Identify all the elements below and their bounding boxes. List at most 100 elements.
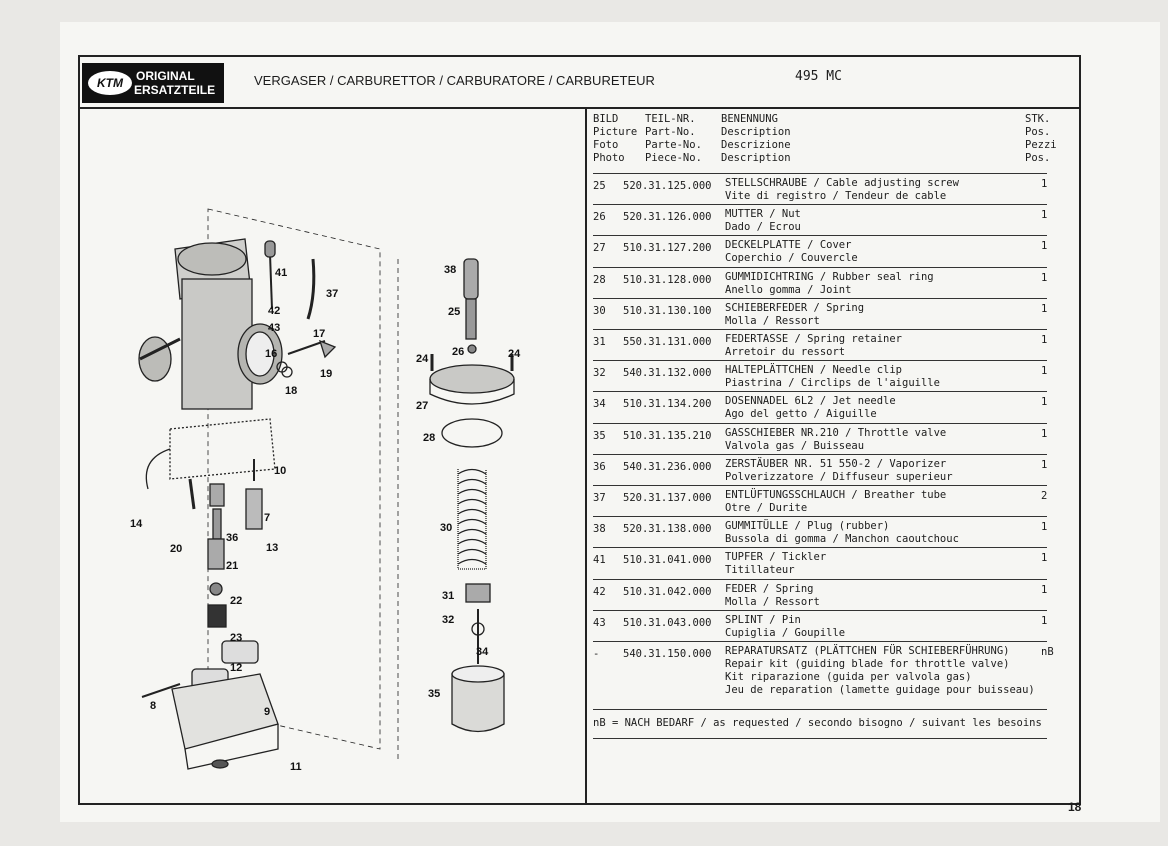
- callout-20: 20: [170, 543, 182, 555]
- row-pos: 37: [593, 492, 606, 504]
- row-description-primary: FEDERTASSE / Spring retainer: [725, 333, 903, 345]
- row-pos: 42: [593, 585, 606, 598]
- page-number: 18: [1068, 800, 1082, 814]
- row-pos: 26: [593, 211, 606, 224]
- row-quantity: 1: [1041, 583, 1048, 596]
- row-part-number: 520.31.138.000: [623, 523, 712, 536]
- table-row: 32 540.31.132.000 HALTEPLÄTTCHEN / Needle …: [593, 360, 1047, 392]
- row-quantity: 2: [1041, 490, 1048, 502]
- callout-24-left: 24: [416, 353, 429, 365]
- row-pos: 25: [593, 180, 606, 192]
- callout-17: 17: [313, 328, 325, 340]
- callout-35: 35: [428, 688, 440, 700]
- row-quantity: 1: [1041, 552, 1048, 565]
- row-part-number: 550.31.131.000: [623, 336, 712, 348]
- footnote-text: nB = NACH BEDARF / as requested / second…: [593, 717, 1042, 729]
- row-description-secondary: Otre / Durite: [725, 502, 808, 514]
- row-pos: 32: [593, 367, 606, 380]
- row-description-de: REPARATURSATZ (PLÄTTCHEN FÜR SCHIEBERFÜH…: [725, 645, 1010, 657]
- row-description-secondary: Arretoir du ressort: [725, 346, 846, 358]
- callout-42: 42: [268, 305, 280, 317]
- callout-19: 19: [320, 368, 332, 380]
- row-description-it: Kit riparazione (guida per valvola gas): [725, 671, 972, 683]
- row-quantity: 1: [1041, 396, 1048, 409]
- logo-line-2: ERSATZTEILE: [134, 83, 216, 97]
- row-description-primary: ZERSTÄUBER NR. 51 550-2 / Vaporizer: [725, 457, 947, 470]
- row-pos: 35: [593, 429, 606, 442]
- row-part-number: 510.31.127.200: [623, 242, 712, 255]
- row-part-number: 540.31.150.000: [623, 648, 712, 660]
- row-quantity: 1: [1041, 209, 1048, 222]
- callout-7: 7: [264, 512, 270, 524]
- callout-10: 10: [274, 465, 286, 477]
- row-part-number: 520.31.137.000: [623, 492, 712, 504]
- row-part-number: 540.31.236.000: [623, 460, 712, 473]
- callout-21: 21: [226, 560, 238, 572]
- row-quantity: 1: [1041, 178, 1048, 190]
- table-row: 37 520.31.137.000 ENTLÜFTUNGSSCHLAUCH / Br…: [593, 485, 1047, 517]
- row-part-number: 510.31.135.210: [623, 429, 712, 442]
- callout-34: 34: [476, 646, 489, 658]
- row-description-secondary: Cupiglia / Goupille: [725, 626, 846, 639]
- callout-14: 14: [130, 518, 143, 530]
- row-quantity: 1: [1041, 427, 1048, 440]
- callout-26: 26: [452, 346, 464, 358]
- row-description-secondary: Coperchio / Couvercle: [725, 252, 858, 265]
- row-pos: 34: [593, 398, 606, 411]
- row-description-primary: DOSENNADEL 6L2 / Jet needle: [725, 395, 896, 408]
- row-description-primary: DECKELPLATTE / Cover: [725, 239, 852, 252]
- exploded-diagram-panel: 41 37 42 43 17 16 19 18 10 14 7 36 13 20…: [80, 109, 585, 803]
- row-pos: 38: [593, 523, 606, 536]
- row-pos: 36: [593, 460, 606, 473]
- row-part-number: 510.31.041.000: [623, 554, 712, 567]
- ktm-logo-mark: KTM: [88, 71, 132, 95]
- row-description-primary: ENTLÜFTUNGSSCHLAUCH / Breather tube: [725, 489, 947, 501]
- row-description-secondary: Valvola gas / Buisseau: [725, 439, 865, 452]
- row-description-primary: HALTEPLÄTTCHEN / Needle clip: [725, 364, 903, 377]
- row-description-secondary: Dado / Ecrou: [725, 221, 801, 234]
- row-part-number: 540.31.132.000: [623, 367, 712, 380]
- row-part-number: 520.31.125.000: [623, 180, 712, 192]
- row-description-secondary: Vite di registro / Tendeur de cable: [725, 190, 947, 202]
- row-description-fr: Jeu de reparation (lamette guidage pour …: [725, 684, 1035, 696]
- row-description-secondary: Titillateur: [725, 564, 795, 577]
- row-pos: -: [593, 648, 600, 660]
- row-description-primary: SCHIEBERFEDER / Spring: [725, 301, 865, 314]
- row-quantity: 1: [1041, 271, 1048, 284]
- parts-sheet-frame: KTM ORIGINAL ERSATZTEILE VERGASER / CARB…: [78, 55, 1081, 805]
- ktm-logo: KTM ORIGINAL ERSATZTEILE: [82, 63, 224, 103]
- column-header-benennung: BENENNUNG Description Descrizione Descri…: [721, 113, 791, 164]
- row-part-number: 510.31.128.000: [623, 273, 712, 286]
- row-description-secondary: Molla / Ressort: [725, 595, 820, 608]
- callout-16: 16: [265, 348, 277, 360]
- sheet-header: KTM ORIGINAL ERSATZTEILE VERGASER / CARB…: [80, 57, 1079, 109]
- row-description-secondary: Polverizzatore / Diffuseur superieur: [725, 470, 953, 483]
- callout-27: 27: [416, 400, 428, 412]
- row-quantity: 1: [1041, 458, 1048, 471]
- callout-23: 23: [230, 632, 242, 644]
- row-description-primary: FEDER / Spring: [725, 582, 814, 595]
- callout-25: 25: [448, 306, 460, 318]
- row-part-number: 510.31.130.100: [623, 304, 712, 317]
- row-pos: 41: [593, 554, 606, 567]
- row-pos: 30: [593, 304, 606, 317]
- column-header-bild: BILD Picture Foto Photo: [593, 113, 638, 164]
- row-quantity: 1: [1041, 334, 1048, 346]
- column-header-teil-nr: TEIL-NR. Part-No. Parte-No. Piece-No.: [645, 113, 702, 164]
- callout-8: 8: [150, 700, 156, 712]
- callout-22: 22: [230, 595, 242, 607]
- row-quantity: 1: [1041, 302, 1048, 315]
- row-description-secondary: Ago del getto / Aiguille: [725, 408, 877, 421]
- row-part-number: 510.31.042.000: [623, 585, 712, 598]
- row-quantity: 1: [1041, 240, 1048, 253]
- footnote: nB = NACH BEDARF / as requested / second…: [593, 709, 1047, 739]
- carburettor-exploded-diagram: 41 37 42 43 17 16 19 18 10 14 7 36 13 20…: [130, 208, 521, 773]
- row-description-primary: GUMMITÜLLE / Plug (rubber): [725, 520, 890, 533]
